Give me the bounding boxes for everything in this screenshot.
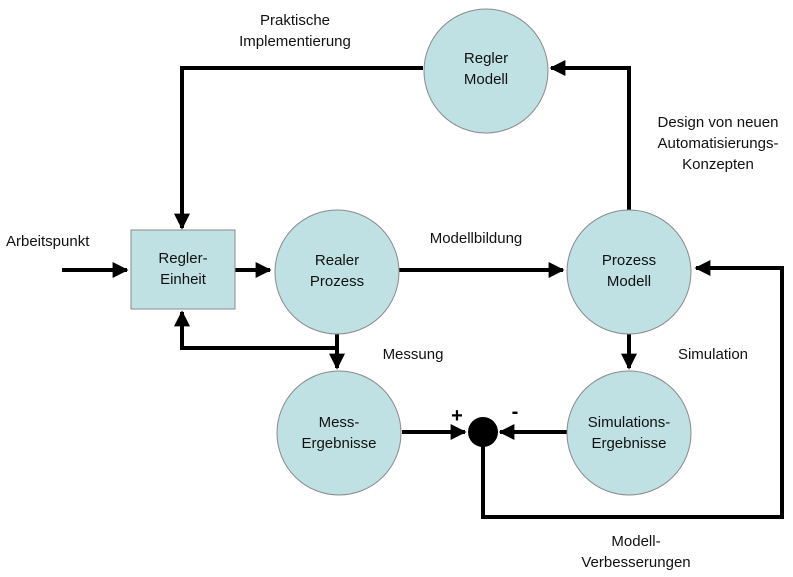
node-prozess-modell-line1: Prozess [602, 252, 656, 269]
node-realer-prozess: Realer Prozess [274, 209, 400, 335]
label-design-line3: Konzepten [682, 156, 754, 173]
label-simulation: Simulation [678, 346, 748, 363]
label-arbeitspunkt: Arbeitspunkt [6, 233, 90, 250]
edge-messung-feedback-to-regler-einheit [174, 310, 337, 350]
summing-junction-plus-sign: + [451, 405, 463, 427]
node-regler-einheit-line1: Regler- [158, 250, 207, 267]
node-regler-modell-line2: Modell [464, 71, 508, 88]
node-regler-einheit: Regler- Einheit [130, 229, 236, 310]
node-mess-ergebnisse-line1: Mess- [319, 414, 360, 431]
node-prozess-modell-line2: Modell [607, 273, 651, 290]
node-realer-prozess-line2: Prozess [310, 273, 364, 290]
label-verbesserungen-line2: Verbesserungen [581, 554, 690, 571]
edge-modell-verbesserungen-to-prozess-modell [481, 260, 784, 519]
label-design-line1: Design von neuen [658, 114, 779, 131]
label-praktische-line1: Praktische [260, 12, 330, 29]
label-messung: Messung [383, 346, 444, 363]
node-regler-einheit-line2: Einheit [160, 271, 207, 288]
node-regler-modell-line1: Regler [464, 50, 508, 67]
edge-prozess-modell-to-regler-modell [549, 60, 631, 210]
summing-junction-minus-sign: - [512, 401, 519, 423]
node-mess-ergebnisse-line2: Ergebnisse [301, 435, 376, 452]
node-simulations-ergebnisse-line1: Simulations- [588, 414, 671, 431]
node-prozess-modell: Prozess Modell [566, 209, 692, 335]
label-verbesserungen-line1: Modell- [611, 533, 660, 550]
edge-regler-modell-to-regler-einheit [174, 66, 423, 230]
label-modellbildung: Modellbildung [430, 230, 523, 247]
node-mess-ergebnisse: Mess- Ergebnisse [276, 370, 402, 496]
node-simulations-ergebnisse: Simulations- Ergebnisse [566, 370, 692, 496]
label-design-line2: Automatisierungs- [658, 135, 779, 152]
node-realer-prozess-line1: Realer [315, 252, 359, 269]
node-regler-modell: Regler Modell [423, 8, 549, 134]
summing-junction: + - [451, 401, 518, 447]
node-simulations-ergebnisse-line2: Ergebnisse [591, 435, 666, 452]
label-praktische-line2: Implementierung [239, 33, 351, 50]
